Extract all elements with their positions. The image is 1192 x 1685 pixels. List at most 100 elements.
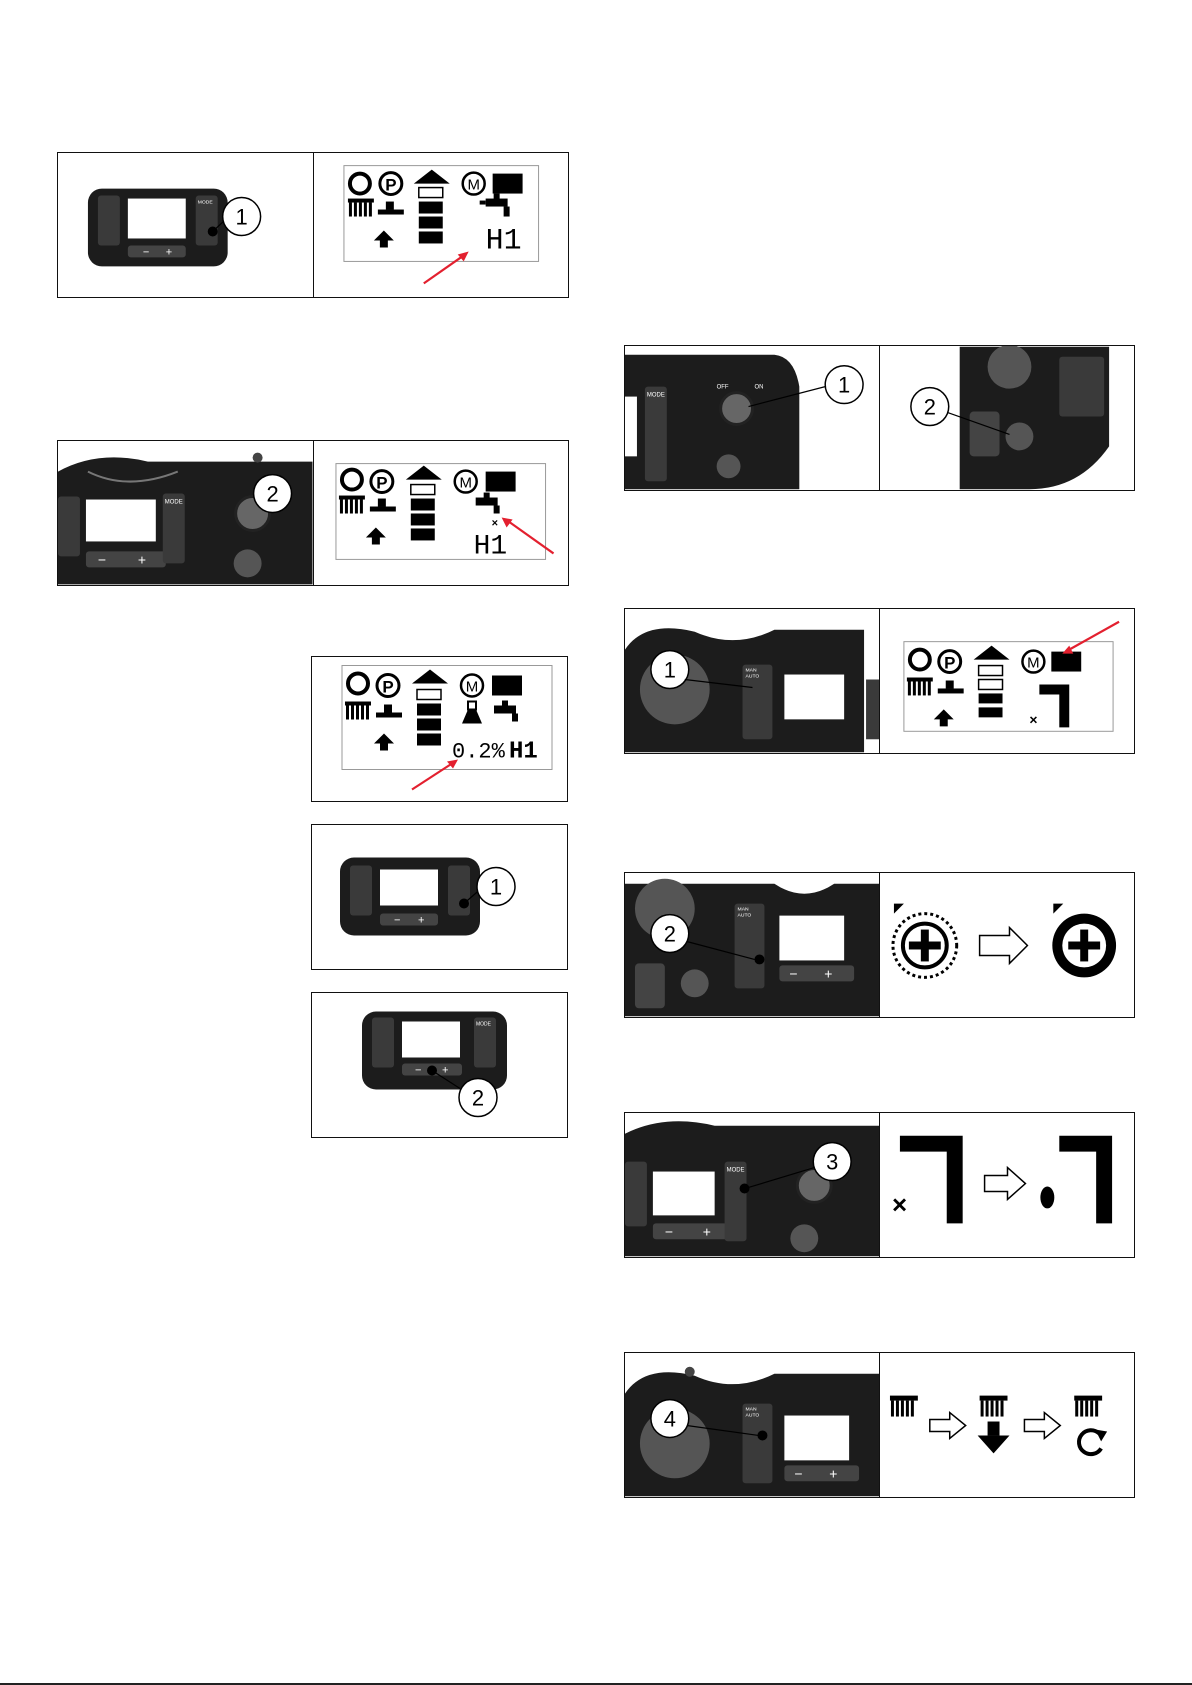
svg-text:+: + xyxy=(442,1065,448,1077)
svg-text:×: × xyxy=(892,1191,907,1219)
panel-lcd-window xyxy=(784,675,844,720)
horn-button[interactable] xyxy=(234,549,262,577)
panel-lcd-window xyxy=(128,199,186,239)
arrow-right-icon xyxy=(980,928,1028,964)
arrow-right-icon xyxy=(930,1413,966,1439)
svg-text:2: 2 xyxy=(924,395,936,420)
brush-button[interactable] xyxy=(757,1430,767,1440)
panel-lcd-window xyxy=(784,1416,849,1461)
lcd-display xyxy=(904,642,1113,732)
svg-text:M: M xyxy=(459,475,471,492)
battery-icon xyxy=(492,174,522,194)
panel-lcd-window xyxy=(86,500,156,542)
vacuum-button[interactable] xyxy=(740,1184,750,1194)
svg-text:1: 1 xyxy=(490,875,502,900)
brush-pressure-low-icon xyxy=(893,904,957,978)
svg-text:MODE: MODE xyxy=(165,500,183,506)
figure-f-joystick: 2 xyxy=(879,346,1134,490)
svg-text:MODE: MODE xyxy=(198,200,214,206)
level-bar-empty xyxy=(418,188,442,198)
svg-text:+: + xyxy=(625,443,633,459)
svg-text:P: P xyxy=(382,678,393,697)
figure-g-panel: MAN AUTO 1 xyxy=(625,609,879,753)
level-bar-full xyxy=(418,202,442,214)
vacuum-on-icon xyxy=(1040,1144,1104,1224)
svg-text:AUTO: AUTO xyxy=(746,1413,760,1419)
figure-i: − + MODE 3 × xyxy=(624,1112,1135,1258)
figure-e: − + MODE 2 xyxy=(311,992,568,1138)
lcd-h1-code: H1 xyxy=(485,223,521,257)
horn-button[interactable] xyxy=(717,454,741,478)
figure-b-lcd: P M × H1 xyxy=(313,441,569,585)
figure-h-icons xyxy=(879,873,1134,1017)
brush-icon xyxy=(347,199,373,217)
brush-down-icon xyxy=(978,1396,1010,1454)
svg-text:H1: H1 xyxy=(509,739,538,766)
arrow-right-icon xyxy=(985,1168,1026,1200)
svg-text:−: − xyxy=(665,1223,673,1239)
battery-icon xyxy=(1051,652,1081,672)
figure-c-lcd: P M 0.2% H1 xyxy=(312,657,567,801)
figure-j-panel: MAN AUTO − + 4 xyxy=(625,1353,879,1497)
vacuum-off-icon: × xyxy=(892,1144,955,1224)
figure-g: MAN AUTO 1 P M × xyxy=(624,608,1135,754)
battery-icon xyxy=(485,472,515,492)
brush-rotate-icon xyxy=(1074,1396,1107,1455)
svg-text:1: 1 xyxy=(236,205,248,230)
svg-text:P: P xyxy=(944,654,955,673)
svg-text:OFF: OFF xyxy=(717,385,729,391)
figure-j: MAN AUTO − + 4 xyxy=(624,1352,1135,1498)
svg-text:MODE: MODE xyxy=(727,1168,745,1174)
panel-lcd-window xyxy=(779,916,844,961)
svg-text:+: + xyxy=(829,1465,837,1481)
svg-text:−: − xyxy=(789,965,797,981)
plus-label: + xyxy=(166,246,172,258)
level-bar-full xyxy=(418,217,442,229)
arrow-right-icon xyxy=(1024,1413,1060,1439)
svg-text:2: 2 xyxy=(664,922,676,947)
svg-text:MODE: MODE xyxy=(647,393,665,399)
level-bar-full xyxy=(418,231,442,243)
figure-a-panel: − + MODE 1 xyxy=(58,153,313,297)
figure-f-key-switch: MODE + OFF ON 1 xyxy=(625,346,879,490)
svg-text:−: − xyxy=(415,1065,421,1077)
svg-text:M: M xyxy=(467,177,479,194)
minus-label: − xyxy=(143,246,149,258)
figure-h: MAN AUTO − + 2 xyxy=(624,872,1135,1018)
panel-lcd-window xyxy=(402,1022,460,1058)
svg-text:M: M xyxy=(466,679,479,696)
svg-text:AUTO: AUTO xyxy=(738,913,752,919)
figure-d: − + 1 xyxy=(311,824,568,970)
svg-text:2: 2 xyxy=(472,1086,484,1111)
figure-a: − + MODE 1 P M H1 xyxy=(57,152,569,298)
svg-text:P: P xyxy=(385,176,396,195)
svg-text:−: − xyxy=(98,551,106,567)
svg-text:−: − xyxy=(394,915,400,927)
svg-text:−: − xyxy=(794,1465,802,1481)
svg-text:+: + xyxy=(138,551,146,567)
water-off-mark: × xyxy=(491,517,497,529)
key-switch[interactable] xyxy=(721,393,753,425)
figure-i-icons: × xyxy=(879,1113,1134,1257)
svg-text:+: + xyxy=(418,915,424,927)
panel-lcd-window xyxy=(653,1172,715,1216)
battery-icon xyxy=(492,676,522,696)
svg-text:AUTO: AUTO xyxy=(746,674,760,680)
svg-text:4: 4 xyxy=(664,1406,676,1431)
svg-text:+: + xyxy=(824,965,832,981)
detergent-percentage: 0.2% xyxy=(452,740,506,765)
figure-i-panel: − + MODE 3 xyxy=(625,1113,879,1257)
svg-text:ON: ON xyxy=(754,385,763,391)
drive-pedal-button[interactable] xyxy=(1006,422,1034,450)
panel-lcd-window xyxy=(380,870,438,906)
figure-c: P M 0.2% H1 xyxy=(311,656,568,802)
figure-a-lcd: P M H1 xyxy=(313,153,569,297)
svg-text:+: + xyxy=(703,1223,711,1239)
brush-pressure-high-icon xyxy=(1052,904,1116,978)
joystick-arrows[interactable] xyxy=(970,412,1000,457)
svg-text:M: M xyxy=(1027,655,1039,672)
svg-text:2: 2 xyxy=(266,482,278,507)
vacuum-off-mark: × xyxy=(1029,711,1037,727)
figure-g-lcd: P M × xyxy=(879,609,1134,753)
brush-pressure-button[interactable] xyxy=(754,954,764,964)
